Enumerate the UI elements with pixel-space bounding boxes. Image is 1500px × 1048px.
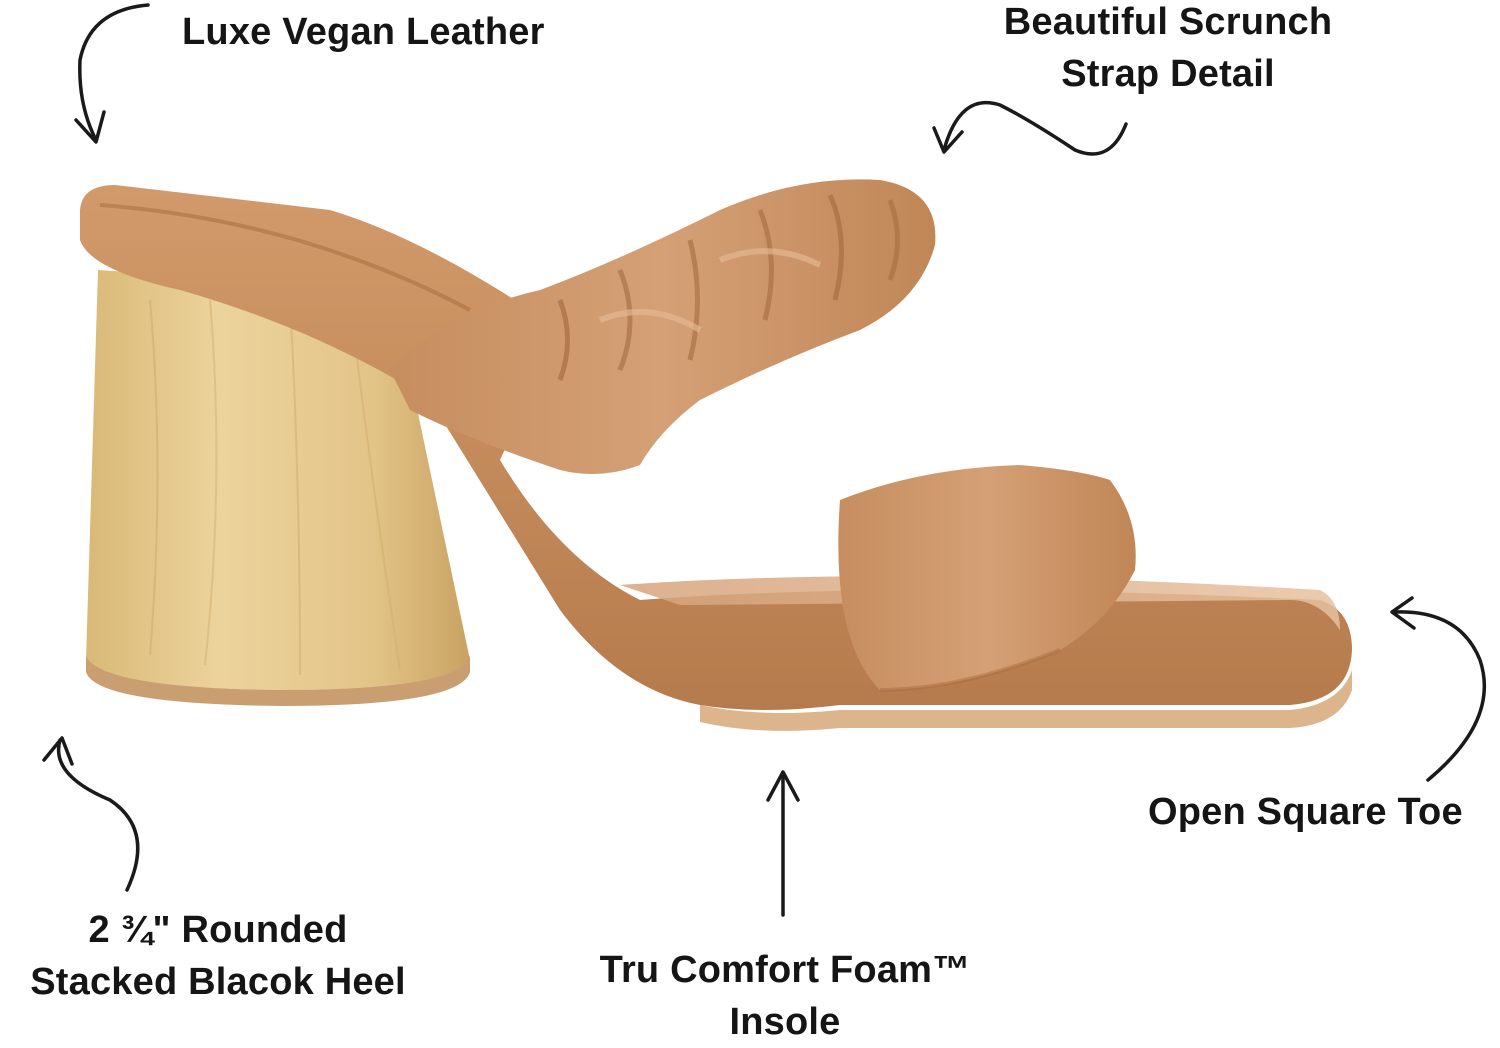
arrow-heel (56, 738, 140, 892)
callout-scrunch-strap: Beautiful Scrunch Strap Detail (968, 0, 1368, 100)
callout-insole-line2: Insole (729, 1001, 841, 1043)
callout-scrunch-line2: Strap Detail (1061, 53, 1275, 95)
callout-square-toe: Open Square Toe (1148, 791, 1463, 833)
callout-heel: 2 ¾" Rounded Stacked Blacok Heel (0, 904, 436, 1008)
front-strap (838, 465, 1136, 692)
arrows (42, 3, 1487, 917)
callout-vegan-leather: Luxe Vegan Leather (182, 11, 545, 53)
callout-scrunch-line1: Beautiful Scrunch (1003, 1, 1333, 43)
arrow-square-toe (1393, 610, 1487, 782)
callout-insole-line1: Tru Comfort Foam™ (599, 949, 971, 991)
sole (80, 185, 1352, 731)
arrow-vegan-leather (78, 3, 150, 142)
arrow-scrunch-strap (942, 100, 1128, 156)
callout-heel-line1: 2 ¾" Rounded (88, 909, 348, 951)
scrunch-strap (390, 179, 936, 474)
callout-insole: Tru Comfort Foam™ Insole (560, 944, 1010, 1048)
callout-heel-line2: Stacked Blacok Heel (30, 961, 406, 1003)
